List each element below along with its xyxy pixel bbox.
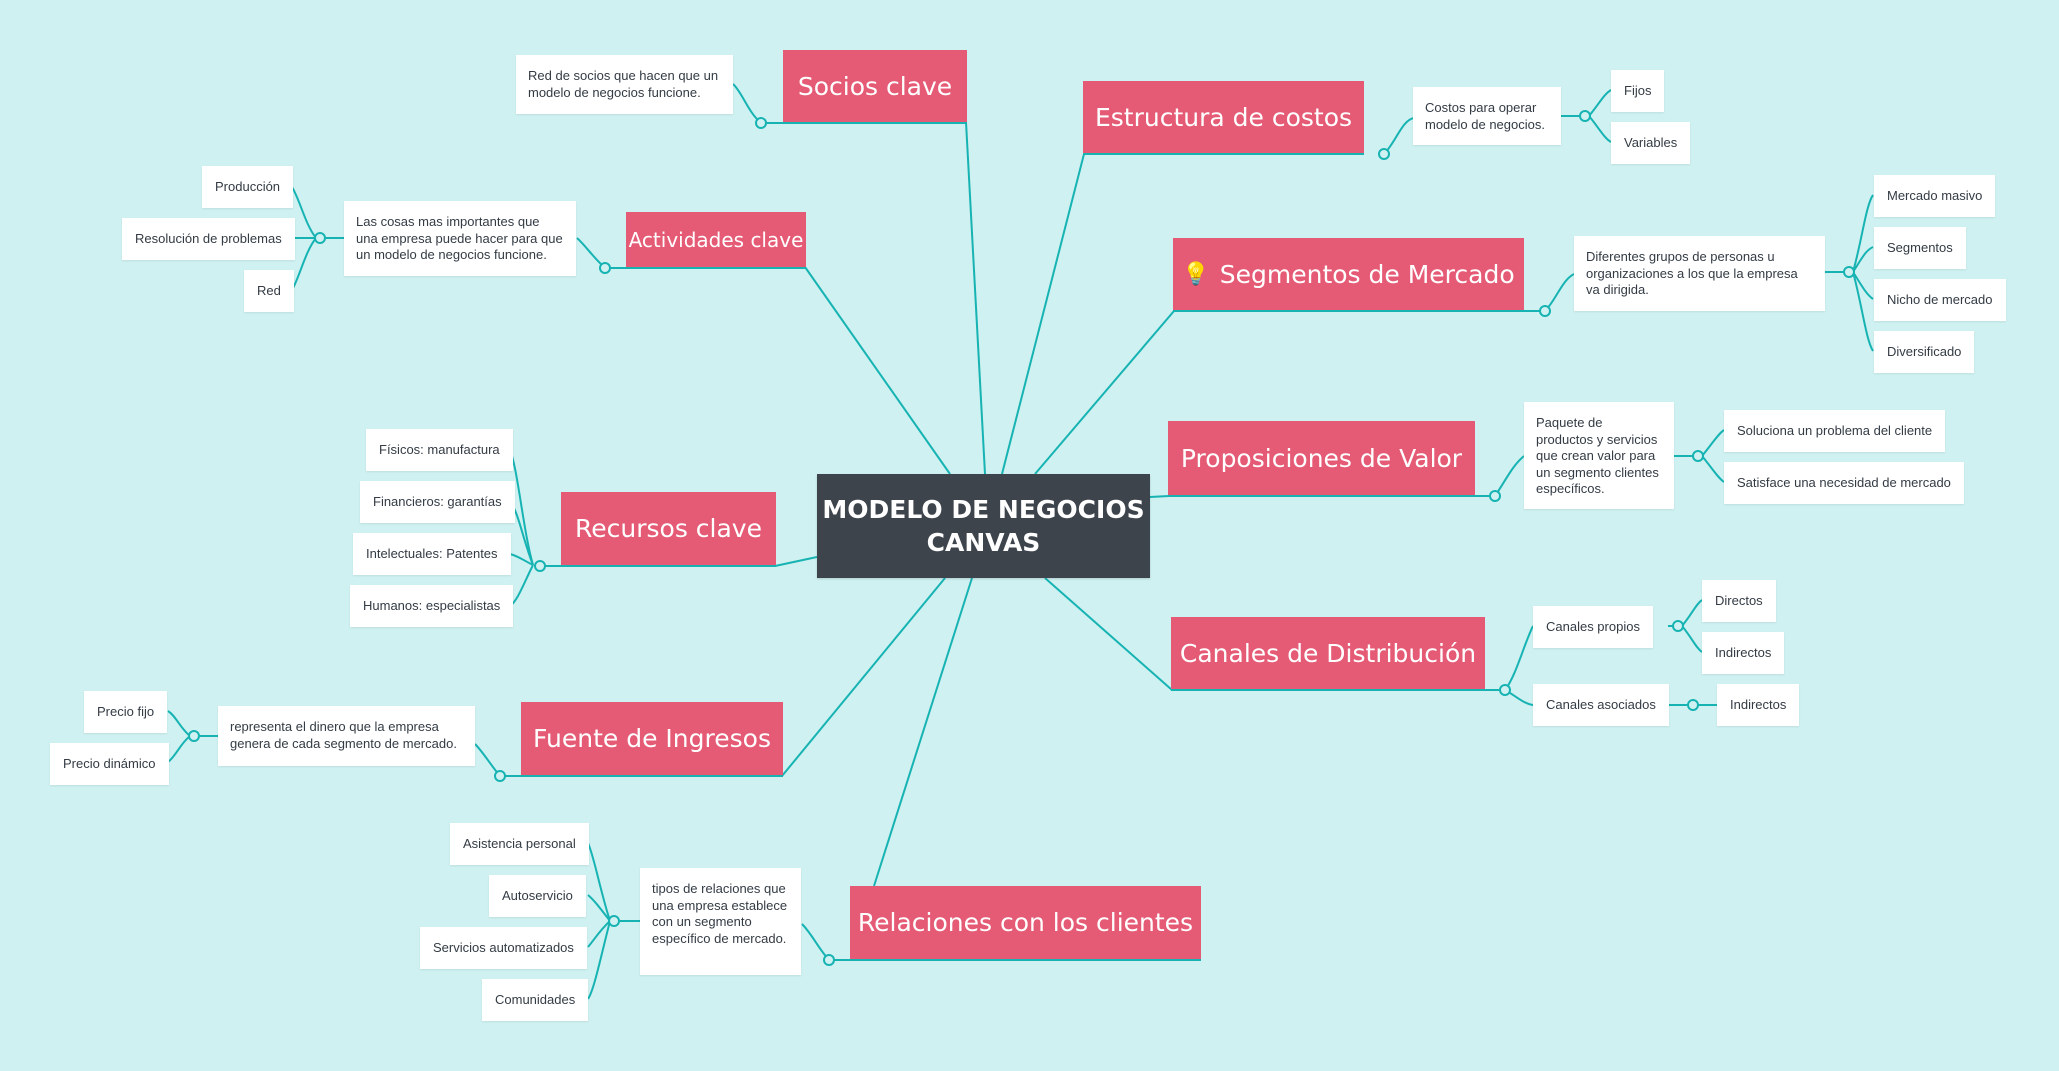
leaf-nicho-de-mercado[interactable]: Nicho de mercado [1874,279,2006,321]
leaf-fisicos[interactable]: Físicos: manufactura [366,429,513,471]
leaf-canales-asociados[interactable]: Canales asociados [1533,684,1669,726]
topic-canales-de-distribucion[interactable]: Canales de Distribución [1171,617,1485,691]
leaf-humanos[interactable]: Humanos: especialistas [350,585,514,627]
leaf-servicios-automatizados[interactable]: Servicios automatizados [420,927,587,969]
leaf-financieros[interactable]: Financieros: garantías [360,481,515,523]
leaf-resolucion-de-problemas[interactable]: Resolución de problemas [122,218,295,260]
central-topic[interactable]: MODELO DE NEGOCIOS CANVAS [817,474,1150,578]
note-estructura-de-costos[interactable]: Costos para operar modelo de negocios. [1413,87,1561,145]
leaf-variables[interactable]: Variables [1611,122,1691,164]
central-topic-line-1: MODELO DE NEGOCIOS [822,495,1145,524]
leaf-precio-dinamico[interactable]: Precio dinámico [50,743,169,785]
note-relaciones-con-los-clientes[interactable]: tipos de relaciones que una empresa esta… [640,868,801,975]
topic-segmentos-de-mercado[interactable]: 💡Segmentos de Mercado [1173,238,1524,312]
leaf-satisface-una-necesidad[interactable]: Satisface una necesidad de mercado [1724,462,1964,504]
leaf-indirectos-asociados[interactable]: Indirectos [1717,684,1800,726]
note-socios-clave[interactable]: Red de socios que hacen que un modelo de… [516,55,733,114]
central-topic-line-2: CANVAS [926,528,1041,557]
leaf-diversificado[interactable]: Diversificado [1874,331,1975,373]
leaf-produccion[interactable]: Producción [202,166,294,208]
leaf-autoservicio[interactable]: Autoservicio [489,875,586,917]
note-proposiciones-de-valor[interactable]: Paquete de productos y servicios que cre… [1524,402,1674,509]
topic-proposiciones-de-valor[interactable]: Proposiciones de Valor [1168,421,1475,497]
note-fuente-de-ingresos[interactable]: representa el dinero que la empresa gene… [218,706,475,766]
leaf-canales-propios[interactable]: Canales propios [1533,606,1653,648]
leaf-indirectos-propios[interactable]: Indirectos [1702,632,1785,674]
topic-estructura-de-costos[interactable]: Estructura de costos [1083,81,1364,155]
topic-actividades-clave[interactable]: Actividades clave [626,212,806,269]
leaf-segmentos[interactable]: Segmentos [1874,227,1966,269]
topic-relaciones-con-los-clientes[interactable]: Relaciones con los clientes [850,886,1201,961]
note-actividades-clave[interactable]: Las cosas mas importantes que una empres… [344,201,576,276]
topic-socios-clave[interactable]: Socios clave [783,50,967,124]
leaf-fijos[interactable]: Fijos [1611,70,1665,112]
leaf-red[interactable]: Red [244,270,294,312]
leaf-intelectuales[interactable]: Intelectuales: Patentes [353,533,511,575]
leaf-directos[interactable]: Directos [1702,580,1776,622]
leaf-precio-fijo[interactable]: Precio fijo [84,691,168,733]
leaf-mercado-masivo[interactable]: Mercado masivo [1874,175,1996,217]
leaf-soluciona-un-problema[interactable]: Soluciona un problema del cliente [1724,410,1946,452]
note-segmentos-de-mercado[interactable]: Diferentes grupos de personas u organiza… [1574,236,1825,311]
topic-fuente-de-ingresos[interactable]: Fuente de Ingresos [521,702,783,777]
leaf-comunidades[interactable]: Comunidades [482,979,589,1021]
leaf-asistencia-personal[interactable]: Asistencia personal [450,823,589,865]
lightbulb-icon: 💡 [1182,261,1210,287]
topic-recursos-clave[interactable]: Recursos clave [561,492,776,567]
